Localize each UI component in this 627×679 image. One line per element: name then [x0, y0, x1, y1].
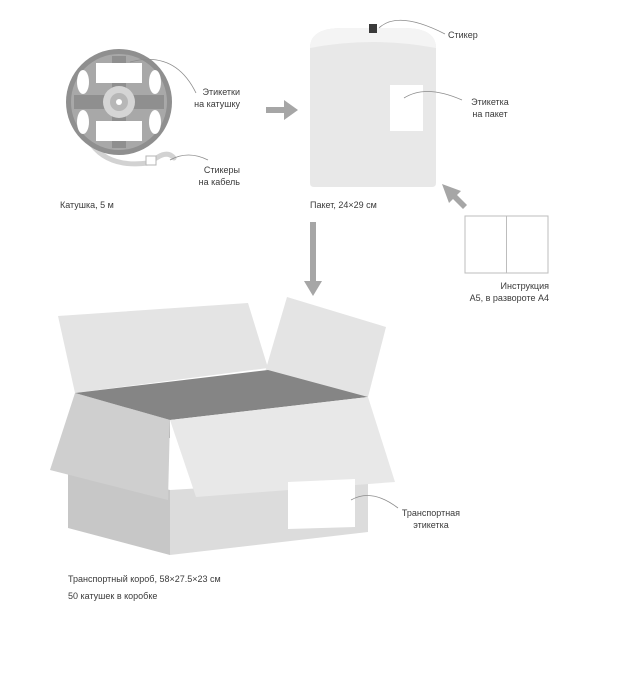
leader-line-shipping-label [350, 495, 399, 509]
box-interior [75, 370, 368, 420]
shipping-label-label: Транспортная этикетка [396, 507, 466, 531]
reel-illustration [66, 49, 209, 167]
reel-label-bottom [96, 121, 142, 141]
box-caption-count: 50 катушек в коробке [68, 591, 158, 601]
box-front-left-flap [50, 393, 170, 500]
arrow-right [266, 100, 298, 120]
reel-label-top [96, 63, 142, 83]
cable-stickers-label: Стикеры на кабель [182, 164, 240, 188]
leader-line-bag-label [403, 91, 463, 101]
box-front-flap [170, 397, 395, 497]
bag-label-label: Этикетка на пакет [462, 96, 518, 120]
arrow-diagonal [442, 184, 467, 209]
leader-line-reel-labels [129, 59, 197, 94]
leader-line-sticker [378, 19, 446, 35]
bag-label-rect [390, 85, 423, 131]
reel-labels-line1: Этикетки [202, 87, 240, 97]
cable-sticker-icon [145, 155, 157, 166]
box-back-flap-right [265, 297, 386, 397]
cable-stickers-line2: на кабель [198, 177, 240, 187]
reel-caption: Катушка, 5 м [60, 200, 114, 210]
bag-seal [310, 28, 436, 48]
bag-label-line1: Этикетка [471, 97, 509, 107]
cable-stickers-line1: Стикеры [203, 165, 240, 175]
shipping-label-line2: этикетка [413, 520, 449, 530]
reel-hub-hole [116, 99, 122, 105]
reel-labels-line2: на катушку [194, 99, 240, 109]
manual-illustration [464, 215, 549, 274]
sticker-label: Стикер [448, 30, 478, 40]
reel-window [77, 110, 89, 134]
sticker-icon [369, 24, 377, 33]
reel-window [77, 70, 89, 94]
shipping-label-line1: Транспортная [401, 508, 461, 518]
bag-caption: Пакет, 24×29 см [310, 200, 377, 210]
reel-window [149, 70, 161, 94]
manual-line2: А5, в развороте А4 [469, 293, 549, 303]
reel-labels-label: Этикетки на катушку [172, 86, 240, 110]
manual-label: Инструкция А5, в развороте А4 [448, 280, 549, 304]
bag-label-line2: на пакет [472, 109, 508, 119]
leader-line-cable-stickers [169, 154, 209, 161]
arrow-down [304, 222, 322, 296]
box-caption-dimensions: Транспортный короб, 58×27.5×23 см [68, 574, 221, 584]
bag-body [310, 28, 436, 187]
bag-illustration [310, 19, 463, 187]
box-illustration [50, 297, 399, 555]
reel-window [149, 110, 161, 134]
manual-line1: Инструкция [500, 281, 549, 291]
shipping-label-rect [288, 479, 355, 529]
box-back-flap-left [58, 303, 268, 393]
